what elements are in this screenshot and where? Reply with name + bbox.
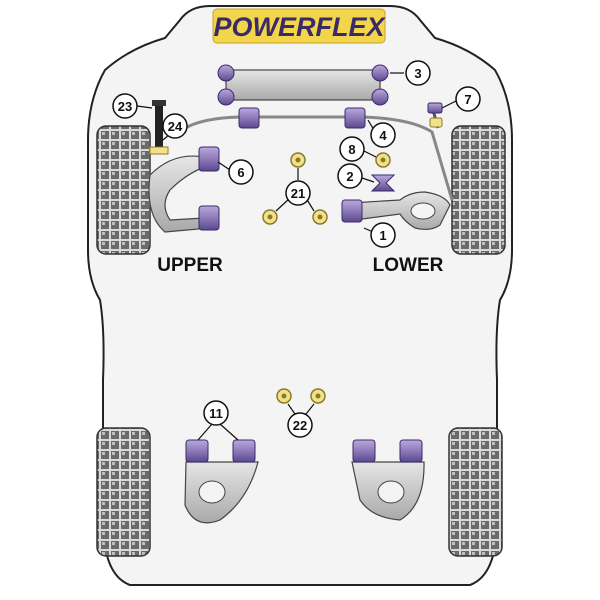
rear-arm-left (184, 439, 259, 524)
svg-text:21: 21 (291, 186, 305, 201)
svg-text:4: 4 (379, 128, 387, 143)
svg-text:11: 11 (209, 406, 223, 421)
lower-ball-joint-bush (370, 152, 396, 192)
tyre-rear-left (96, 427, 151, 557)
svg-text:6: 6 (237, 165, 244, 180)
callout-1: 1 (370, 222, 396, 248)
powerflex-logo: POWERFLEX (212, 8, 386, 44)
svg-text:1: 1 (379, 228, 386, 243)
callout-6: 6 (228, 159, 254, 185)
lower-wishbone (341, 191, 451, 231)
svg-text:22: 22 (293, 418, 307, 433)
drop-link (427, 102, 443, 129)
svg-text:23: 23 (118, 99, 132, 114)
svg-text:8: 8 (348, 142, 355, 157)
lower-label: LOWER (373, 255, 444, 276)
tyre-rear-right (448, 427, 503, 557)
callout-8: 8 (339, 136, 365, 162)
callout-22: 22 (287, 412, 313, 438)
callout-11: 11 (203, 400, 229, 426)
upper-bolt (149, 100, 169, 155)
callout-4: 4 (370, 122, 396, 148)
callout-3: 3 (405, 60, 431, 86)
callout-24: 24 (162, 113, 188, 139)
anti-roll-bar-bush-right (344, 107, 366, 129)
svg-text:3: 3 (414, 66, 421, 81)
callout-21: 21 (285, 180, 311, 206)
callout-23: 23 (112, 93, 138, 119)
upper-label: UPPER (157, 255, 223, 276)
callout-2: 2 (337, 163, 363, 189)
svg-text:7: 7 (464, 92, 471, 107)
callout-7: 7 (455, 86, 481, 112)
svg-text:2: 2 (346, 169, 353, 184)
svg-text:24: 24 (168, 119, 183, 134)
anti-roll-bar-bush-left (238, 107, 260, 129)
rear-arm-right (351, 439, 425, 521)
tyre-front-right (451, 125, 506, 255)
logo-text: POWERFLEX (213, 12, 386, 42)
front-crossmember (217, 64, 389, 106)
tyre-front-left (96, 125, 151, 255)
upper-wishbone (148, 146, 220, 233)
